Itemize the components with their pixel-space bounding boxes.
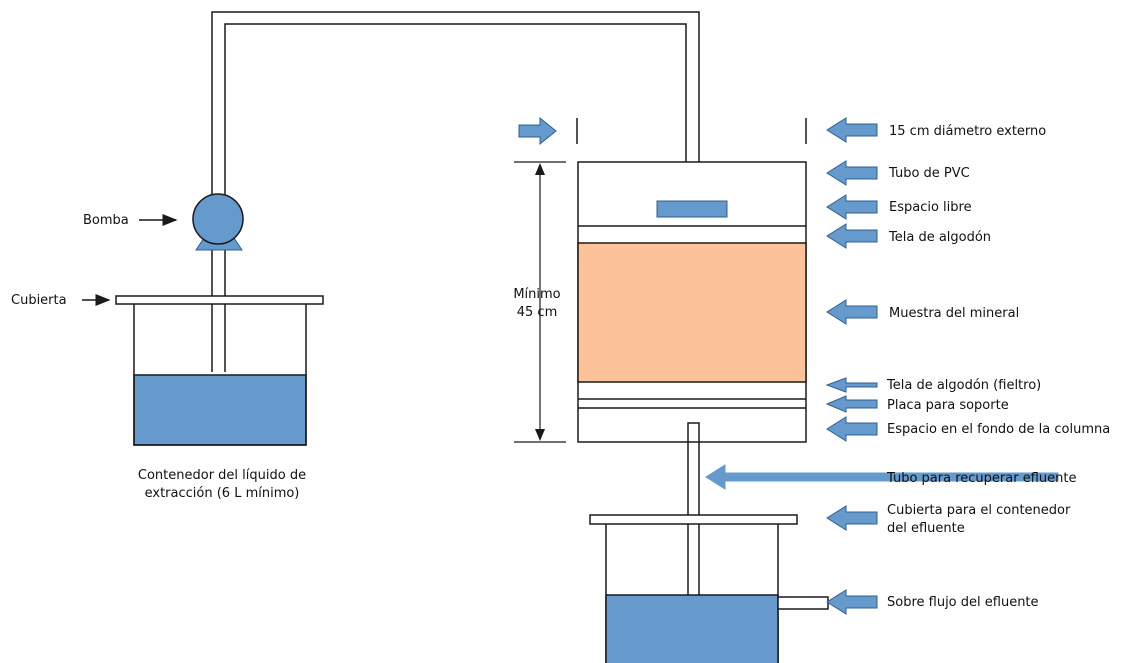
pvc-column [577,161,807,443]
effluent-container [605,524,779,663]
extraction-liquid [133,374,307,446]
label-overflow: Sobre flujo del efluente [887,595,1039,610]
effluent-tube [687,422,700,598]
arrow-cotton-felt [825,377,878,393]
container-caption-line2: extracción (6 L mínimo) [145,486,300,501]
right-pointer-arrows [825,117,878,615]
height-label-line2: 45 cm [517,305,558,320]
arrow-effluent-cover [826,505,878,531]
label-effluent-tube: Tubo para recuperar efluente [886,471,1076,486]
effluent-container-cover [589,514,798,525]
label-free-space: Espacio libre [889,200,972,215]
arrow-free-space [826,194,878,220]
arrow-bottom-space [826,416,878,442]
arrow-mineral [826,299,878,325]
effluent-tube-arrow [705,464,1059,490]
arrow-pvc [826,160,878,186]
label-bottom-space: Espacio en el fondo de la columna [887,422,1110,437]
height-dimension [514,161,566,443]
label-pvc-tube: Tubo de PVC [888,166,970,181]
label-cotton-top: Tela de algodón [888,230,991,245]
mineral-sample-layer [577,242,807,383]
cover-label: Cubierta [11,293,67,308]
label-effluent-cover-line1: Cubierta para el contenedor [887,503,1071,518]
pump-icon [192,193,244,251]
label-cotton-felt: Tela de algodón (fieltro) [886,378,1041,393]
overflow-spout [777,596,829,610]
diameter-left-arrow [518,116,557,146]
label-diameter: 15 cm diámetro externo [889,124,1046,139]
label-effluent-cover-line2: del efluente [887,521,965,536]
cubierta-cover [115,295,324,305]
distributor-plate [656,200,728,218]
pump-label: Bomba [83,213,129,228]
arrow-diameter [826,117,878,143]
extraction-liquid-container [133,304,307,446]
arrow-support-plate [825,395,878,413]
height-label-line1: Mínimo [513,287,560,302]
label-support-plate: Placa para soporte [887,398,1009,413]
effluent-liquid [605,594,779,663]
arrow-cotton-top [826,223,878,249]
label-mineral-sample: Muestra del mineral [889,306,1019,321]
container-caption-line1: Contenedor del líquido de [138,468,306,483]
arrow-overflow [826,589,878,615]
